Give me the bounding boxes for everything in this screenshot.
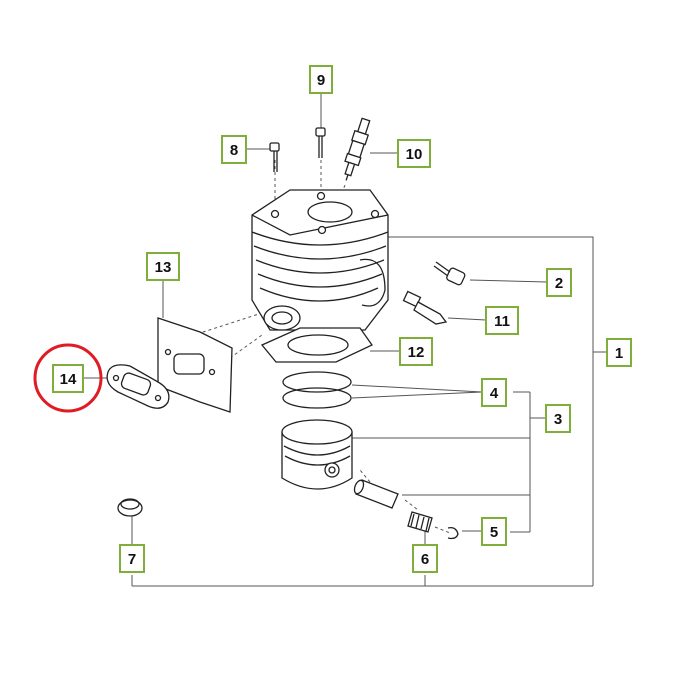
label-14: 14 xyxy=(52,364,84,393)
label-6-text: 6 xyxy=(421,551,429,568)
base-gasket-icon xyxy=(260,327,373,363)
piston-rings-icon xyxy=(282,371,352,409)
label-8-text: 8 xyxy=(230,142,238,159)
label-5-text: 5 xyxy=(490,524,498,541)
label-13-text: 13 xyxy=(155,259,172,276)
parts-artwork xyxy=(106,117,466,540)
label-2: 2 xyxy=(546,268,572,297)
piston-icon xyxy=(281,419,353,490)
label-7: 7 xyxy=(119,544,145,573)
label-3-text: 3 xyxy=(554,411,562,428)
label-7-text: 7 xyxy=(128,551,136,568)
spark-plug-icon xyxy=(344,117,371,181)
label-4-text: 4 xyxy=(490,385,499,402)
needle-bearing-icon xyxy=(407,511,433,533)
label-3: 3 xyxy=(545,404,571,433)
cylinder-icon xyxy=(251,189,389,331)
label-12-text: 12 xyxy=(408,344,425,361)
label-4: 4 xyxy=(481,378,507,407)
highlight-ring xyxy=(33,343,103,413)
label-9-text: 9 xyxy=(317,72,325,89)
piston-pin-icon xyxy=(353,479,399,509)
label-1: 1 xyxy=(606,338,632,367)
label-10: 10 xyxy=(397,139,431,168)
label-9: 9 xyxy=(309,65,333,94)
label-8: 8 xyxy=(221,135,247,164)
screw-9-icon xyxy=(315,127,326,158)
label-2-text: 2 xyxy=(555,275,563,292)
label-10-text: 10 xyxy=(406,146,423,163)
label-1-text: 1 xyxy=(615,345,623,362)
decompression-valve-icon xyxy=(402,290,448,325)
plug-7-icon xyxy=(117,498,143,517)
label-14-text: 14 xyxy=(60,371,77,388)
label-11: 11 xyxy=(485,306,519,335)
label-5: 5 xyxy=(481,517,507,546)
bolt-2-icon xyxy=(433,261,466,286)
label-13: 13 xyxy=(146,252,180,281)
screw-8-icon xyxy=(269,142,280,172)
label-6: 6 xyxy=(412,544,438,573)
label-12: 12 xyxy=(399,337,433,366)
circlip-icon xyxy=(447,526,459,540)
label-11-text: 11 xyxy=(494,313,510,330)
exhaust-gasket-icon xyxy=(106,364,170,409)
